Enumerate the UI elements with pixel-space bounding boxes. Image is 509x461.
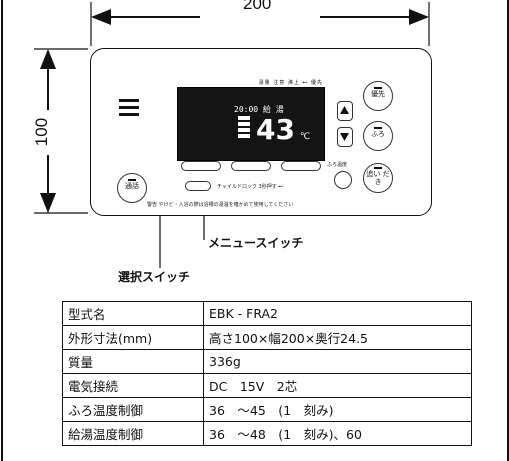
page-border-right: [507, 0, 509, 461]
reheat-button[interactable]: 追い だき: [363, 163, 393, 193]
width-dimension-label: 200: [243, 0, 272, 13]
display-temperature: 43: [256, 113, 295, 146]
table-row: 外形寸法(mm)高さ100×幅200×奥行24.5: [62, 325, 472, 350]
up-arrow-button[interactable]: [337, 101, 353, 121]
down-arrow-button[interactable]: [337, 127, 353, 147]
call-button[interactable]: 通話: [117, 173, 147, 203]
lcd-display: 20:00 給 湯 43 ℃: [177, 87, 325, 161]
menu-icon: [119, 99, 139, 120]
child-lock-label: チャイルドロック 3秒押す ⊷: [217, 184, 284, 190]
select-switch-callout: 選択スイッチ: [118, 270, 191, 284]
select-button-2[interactable]: [231, 161, 271, 171]
page-border-left: [1, 0, 3, 461]
warning-notice: 警告 やけど・入浴の際は浴槽の湯温を確かめて使用してください: [147, 202, 294, 208]
bath-button[interactable]: ふろ: [363, 121, 393, 151]
select-button-1[interactable]: [181, 161, 221, 171]
display-indicators: 湯量 注意 沸上 ⊷ 優先: [258, 80, 323, 86]
remote-control-panel: 湯量 注意 沸上 ⊷ 優先 20:00 給 湯 43 ℃ 優先 ふろ ふろ温度 …: [90, 48, 432, 216]
select-button-3[interactable]: [281, 161, 321, 171]
up-arrow-icon: [340, 106, 349, 114]
menu-switch-callout: メニュースイッチ: [208, 236, 304, 250]
down-arrow-icon: [340, 133, 349, 141]
water-level-icon: [238, 116, 250, 144]
bath-temp-button[interactable]: [334, 171, 352, 189]
priority-button[interactable]: 優先: [363, 81, 393, 111]
bath-temp-label: ふろ温度: [327, 162, 348, 168]
menu-switch-button[interactable]: [185, 181, 211, 191]
height-dimension-label: 100: [32, 117, 52, 147]
display-time: 20:00 給 湯: [234, 105, 284, 114]
display-unit: ℃: [300, 132, 311, 142]
